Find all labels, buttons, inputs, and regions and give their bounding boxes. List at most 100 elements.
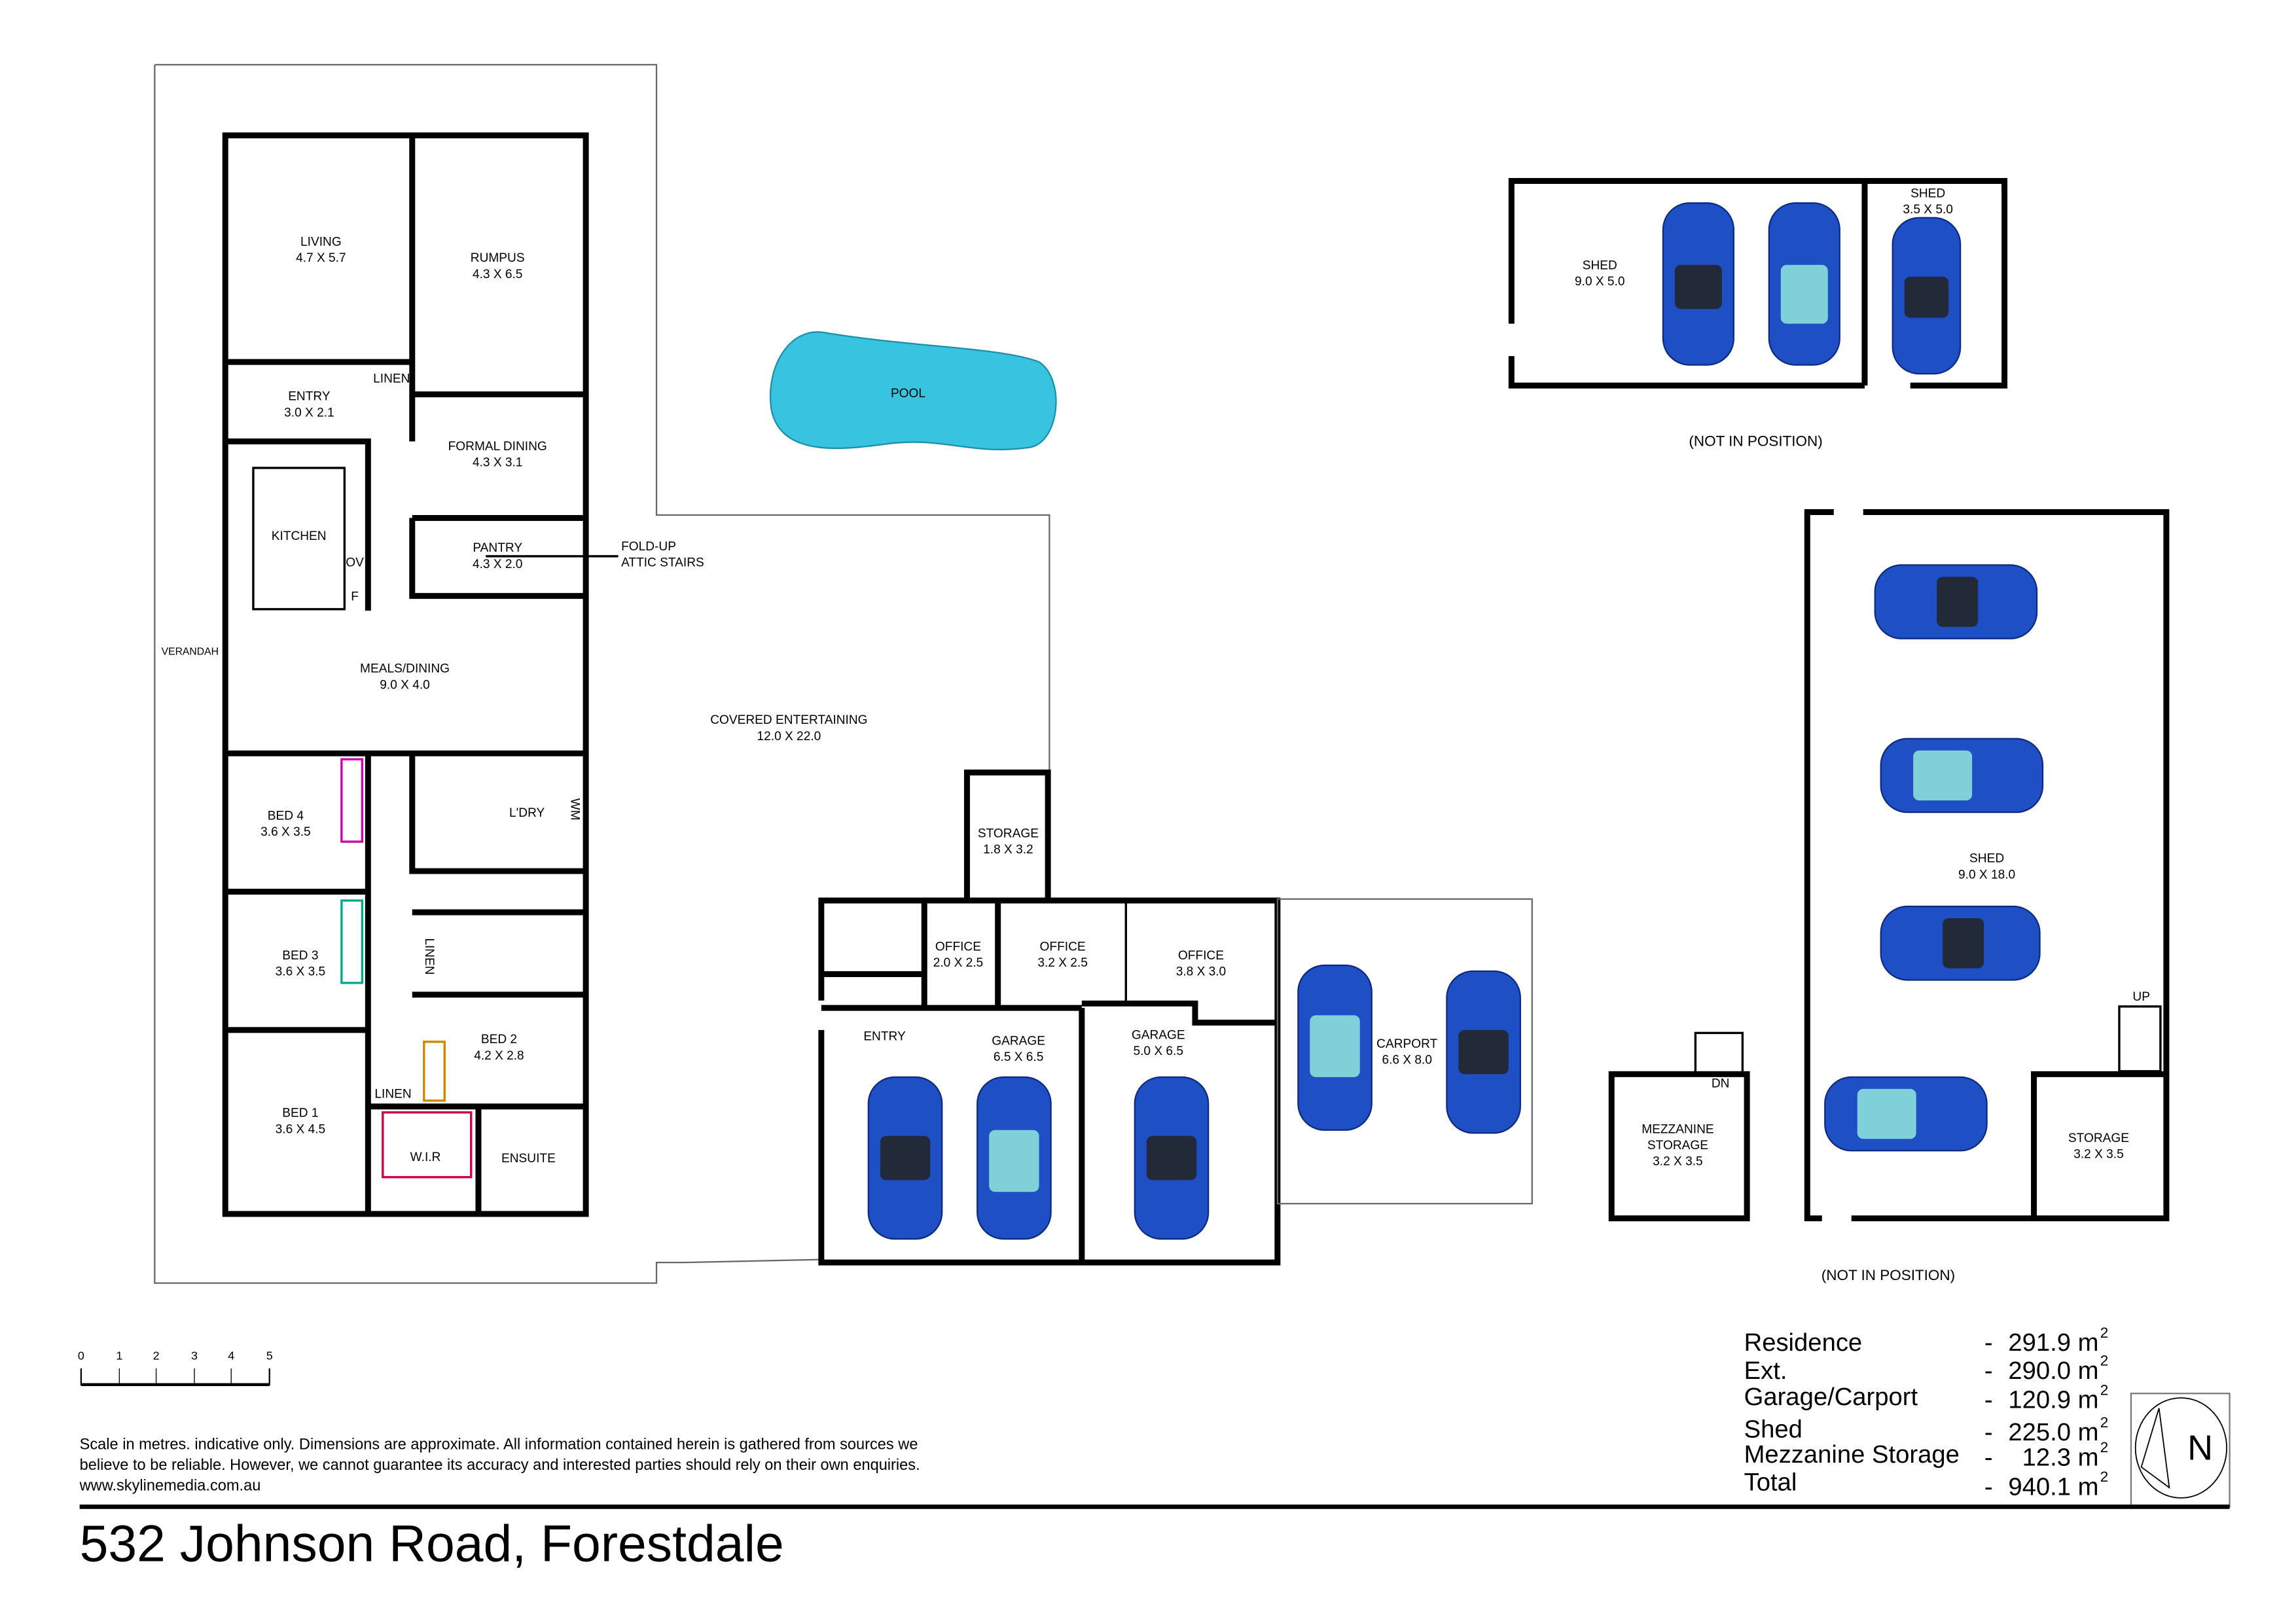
room-bed2: BED 2 bbox=[481, 1033, 517, 1046]
svg-text:2: 2 bbox=[2100, 1414, 2109, 1431]
area-label: Garage/Carport bbox=[1744, 1383, 1918, 1411]
room-office: OFFICE bbox=[1040, 940, 1086, 954]
svg-text:4: 4 bbox=[228, 1349, 234, 1363]
room-storage: STORAGE bbox=[978, 827, 1039, 840]
stairs-up-label: UP bbox=[2132, 990, 2150, 1004]
room-dims: 6.5 X 6.5 bbox=[994, 1050, 1044, 1064]
room-mezzanine: MEZZANINE bbox=[1641, 1122, 1713, 1136]
room-laundry: L'DRY bbox=[509, 806, 545, 820]
room-shed: SHED bbox=[1969, 852, 2004, 866]
area-label: Shed bbox=[1744, 1416, 1803, 1444]
room-dims: 3.6 X 3.5 bbox=[276, 965, 326, 979]
shed-top bbox=[1508, 178, 2008, 389]
room-dims: 9.0 X 18.0 bbox=[1958, 868, 2015, 882]
oven-label: OV bbox=[346, 556, 364, 570]
car-icon bbox=[1768, 202, 1840, 366]
room-dims: 4.2 X 2.8 bbox=[474, 1049, 524, 1063]
room-kitchen: KITCHEN bbox=[272, 529, 327, 543]
pool-label: POOL bbox=[891, 387, 925, 401]
cars bbox=[867, 202, 2044, 1240]
room-storage: STORAGE bbox=[2068, 1132, 2129, 1145]
disclaimer: Scale in metres. indicative only. Dimens… bbox=[80, 1436, 918, 1454]
car-icon bbox=[1662, 202, 1734, 366]
area-label: Ext. bbox=[1744, 1357, 1787, 1385]
area-label: Residence bbox=[1744, 1329, 1863, 1357]
room-shed: SHED bbox=[1910, 187, 1945, 200]
room-office: OFFICE bbox=[935, 940, 981, 954]
house bbox=[222, 132, 589, 1217]
room-formal-dining: FORMAL DINING bbox=[448, 440, 547, 454]
svg-text:0: 0 bbox=[78, 1349, 84, 1363]
stairs bbox=[1694, 1031, 1744, 1076]
room-dims: 3.2 X 2.5 bbox=[1037, 956, 1088, 970]
room-dims: 3.0 X 2.1 bbox=[284, 406, 334, 419]
room-dims: 3.2 X 3.5 bbox=[2073, 1148, 2124, 1162]
svg-text:2: 2 bbox=[2100, 1382, 2109, 1398]
svg-text:-: - bbox=[1984, 1386, 1993, 1414]
room-dims: 3.6 X 3.5 bbox=[260, 825, 310, 839]
room-office: OFFICE bbox=[1178, 949, 1224, 963]
room-garage: GARAGE bbox=[992, 1034, 1045, 1048]
washing-machine-label: WM bbox=[568, 798, 582, 821]
room-dims: 9.0 X 4.0 bbox=[380, 678, 430, 692]
attic-stairs-label: ATTIC STAIRS bbox=[621, 556, 704, 570]
car-icon bbox=[1874, 564, 2038, 639]
room-covered-entertaining: COVERED ENTERTAINING bbox=[710, 713, 867, 727]
room-meals: MEALS/DINING bbox=[360, 662, 450, 676]
car-icon bbox=[1824, 1076, 1988, 1152]
room-dims: 4.3 X 2.0 bbox=[473, 558, 523, 571]
area-label: Total bbox=[1744, 1469, 1797, 1497]
area-value: 291.9 m bbox=[2008, 1329, 2098, 1357]
room-dims: 6.6 X 8.0 bbox=[1382, 1054, 1431, 1067]
area-table: Residence Ext. Garage/Carport Shed Mezza… bbox=[1744, 1325, 2109, 1501]
room-linen: LINEN bbox=[422, 938, 436, 974]
verandah-outline-bottom bbox=[154, 64, 821, 1284]
room-entry: ENTRY bbox=[863, 1030, 906, 1044]
svg-text:2: 2 bbox=[2100, 1325, 2109, 1341]
room-dims: 2.0 X 2.5 bbox=[933, 956, 984, 970]
svg-text:2: 2 bbox=[2100, 1353, 2109, 1369]
website-link[interactable]: www.skylinemedia.com.au bbox=[79, 1478, 261, 1495]
svg-text:-: - bbox=[1984, 1443, 1993, 1471]
room-dims: 3.5 X 5.0 bbox=[1903, 203, 1953, 217]
area-value: 940.1 m bbox=[2008, 1472, 2098, 1501]
room-dims: 3.8 X 3.0 bbox=[1176, 965, 1227, 979]
area-value: 12.3 m bbox=[2022, 1443, 2099, 1471]
car-icon bbox=[1134, 1076, 1210, 1240]
room-dims: 4.3 X 6.5 bbox=[473, 268, 523, 281]
car-icon bbox=[1880, 905, 2041, 981]
room-wir: W.I.R bbox=[410, 1150, 441, 1164]
car-icon bbox=[1880, 738, 2044, 813]
svg-text:N: N bbox=[2187, 1428, 2213, 1467]
car-icon bbox=[977, 1076, 1052, 1240]
car-icon bbox=[1892, 217, 1962, 375]
svg-text:2: 2 bbox=[153, 1349, 160, 1363]
room-ensuite: ENSUITE bbox=[501, 1152, 556, 1166]
svg-text:5: 5 bbox=[266, 1349, 273, 1363]
room-dims: 3.2 X 3.5 bbox=[1653, 1155, 1703, 1169]
room-shed: SHED bbox=[1583, 259, 1617, 272]
room-dims: 12.0 X 22.0 bbox=[757, 730, 821, 743]
svg-text:-: - bbox=[1984, 1329, 1993, 1357]
verandah-label: VERANDAH bbox=[162, 647, 219, 658]
north-compass-icon: N bbox=[2130, 1393, 2231, 1508]
room-living: LIVING bbox=[300, 235, 342, 249]
room-dims: 4.3 X 3.1 bbox=[473, 456, 523, 470]
area-value: 120.9 m bbox=[2008, 1386, 2098, 1414]
shed-big bbox=[1804, 508, 2170, 1222]
room-mezzanine: STORAGE bbox=[1647, 1139, 1708, 1152]
svg-text:-: - bbox=[1984, 1472, 1993, 1501]
room-linen: LINEN bbox=[373, 372, 410, 386]
not-in-position-note: (NOT IN POSITION) bbox=[1821, 1267, 1955, 1283]
stairs-down-label: DN bbox=[1712, 1077, 1730, 1091]
room-pantry: PANTRY bbox=[473, 541, 522, 555]
room-carport: CARPORT bbox=[1376, 1037, 1437, 1051]
area-value: 290.0 m bbox=[2008, 1357, 2098, 1385]
room-bed3: BED 3 bbox=[282, 949, 318, 963]
area-value: 225.0 m bbox=[2008, 1418, 2098, 1446]
car-icon bbox=[1446, 970, 1521, 1134]
room-dims: 5.0 X 6.5 bbox=[1133, 1044, 1183, 1058]
room-rumpus: RUMPUS bbox=[471, 251, 525, 265]
